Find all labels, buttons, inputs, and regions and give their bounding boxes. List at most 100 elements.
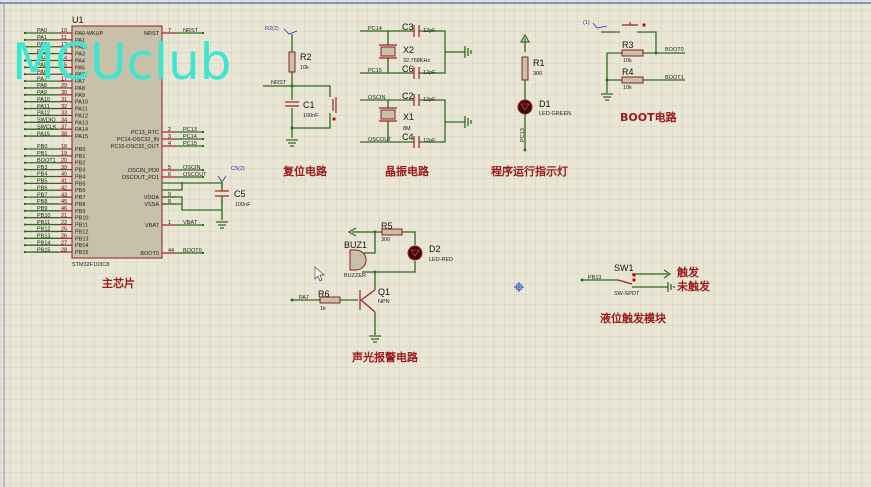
pin-name: PA1 [75,38,85,44]
pin-name: PB2 [75,161,85,167]
pin-name: VBAT [145,223,160,229]
crystal-x2[interactable] [380,46,396,57]
pin-terminal [24,121,26,124]
boot-button[interactable] [622,22,638,26]
crystal-circuit[interactable]: PC14 PC15 OSCIN OSCOUT C3 12pF C6 12pF C… [360,22,472,148]
pin-number: 30 [61,90,67,96]
pin-name: PC15-OSC32_OUT [111,144,160,150]
net-label: OSCOUT [183,172,207,178]
label-triggered: 触发 [676,265,700,279]
transistor-q1[interactable] [359,289,376,313]
crystal-x1[interactable] [380,109,396,120]
capacitor-c5[interactable]: C5(2) C5 100nF [162,166,251,229]
net-label: PA8 [37,83,47,89]
resistor-r6[interactable] [319,296,341,304]
pin-terminal [24,161,26,164]
pin-number: 19 [61,151,67,157]
buzzer[interactable] [349,249,367,271]
reset-button[interactable] [332,97,337,113]
pin-name: PC14-OSC32_IN [117,137,159,143]
pin-number: 12 [61,42,67,48]
net-label: PC15 [183,141,197,147]
resistor-r2[interactable] [288,51,296,73]
run-led-circuit[interactable]: R1 300 D1 LED-GREEN PC13 [517,33,571,152]
c5-value: 100nF [235,202,251,208]
pin-number: 42 [61,185,67,191]
pin-terminal [202,252,204,254]
pin-name: PB15 [75,250,88,256]
c6-ref: C6 [402,64,414,74]
x1-ref: X1 [403,112,414,122]
level-switch-circuit[interactable]: PB13 SW1 SW-SPDT 触发 未触发 [580,263,711,297]
net-nrst: NRST [271,80,287,86]
pin-number: 38 [61,131,67,137]
net-label: PA0 [37,28,47,34]
pin-number: 44 [168,248,174,254]
title-main-chip: 主芯片 [102,276,135,290]
pin-terminal [202,169,204,171]
c4-ref: C4 [402,132,414,142]
reset-circuit[interactable]: R2(2) R2 10k NRST C1 100nF [263,26,337,147]
pin-terminal [24,154,26,157]
x1-value: 8M [403,126,411,132]
pin-number: 41 [61,179,67,185]
pin-terminal [202,176,204,178]
resistor-r4[interactable] [621,76,644,84]
net-pc15: PC15 [368,68,382,74]
resistor-r3[interactable] [621,49,644,57]
resistor-r1[interactable] [521,56,529,81]
pin-terminal [24,93,26,96]
pin-terminal [24,135,26,138]
pin-name: PA7 [75,79,85,85]
net-label: PA12 [37,111,50,117]
crosshair-marker [514,282,524,292]
pin-terminal [202,145,204,147]
pin-terminal [202,32,204,34]
pin-number: 14 [61,56,67,62]
buz1-value: BUZZER [344,273,366,279]
pin-terminal [24,38,26,41]
button-actuator[interactable] [332,117,336,121]
net-label: PA1 [37,35,47,41]
net-label: PB10 [37,213,50,219]
pin-terminal [202,131,204,133]
pin-terminal [24,223,26,226]
pin-number: 34 [61,118,67,124]
title-crystal: 晶振电路 [385,164,430,178]
pin-terminal [24,107,26,110]
pin-number: 46 [61,206,67,212]
pin-number: 4 [168,141,171,147]
c3-value: 12pF [423,28,436,34]
alarm-circuit[interactable]: R5 300 BUZ1 BUZZER D2 LED-RED Q1 NPN R6 … [290,221,454,343]
pin-name: PA0-WKUP [75,31,104,37]
net-oscout: OSCOUT [368,137,392,143]
pin-number: 15 [61,63,67,69]
x2-ref: X2 [403,45,414,55]
net-label: PB7 [37,192,47,198]
d1-ref: D1 [539,99,551,109]
r6-ref: R6 [318,289,330,299]
pin-name: PA10 [75,100,88,106]
pin-terminal [24,216,26,219]
switch-sw1[interactable] [617,279,633,285]
pin-terminal [24,114,26,117]
pin-number: 32 [61,104,67,110]
c1-value: 100nF [303,113,319,119]
net-label: PB5 [37,179,47,185]
pin-number: 20 [61,158,67,164]
pin-name: PA8 [75,86,85,92]
pin-number: 8 [168,199,171,205]
pin-name: PA12 [75,113,88,119]
led-d2[interactable] [407,245,423,261]
pin-name: BOOT0 [140,251,159,257]
pin-number: 16 [61,69,67,75]
net-label: PC13 [183,127,197,133]
resistor-r5[interactable] [381,228,403,236]
net-pb13: PB13 [588,275,601,281]
title-boot: BOOT电路 [620,110,678,124]
net-label: VBAT [183,220,198,226]
boot-circuit[interactable]: (1) R3 10k R4 10k BOOT0 BOOT1 [583,20,685,101]
led-d1[interactable] [517,99,533,115]
